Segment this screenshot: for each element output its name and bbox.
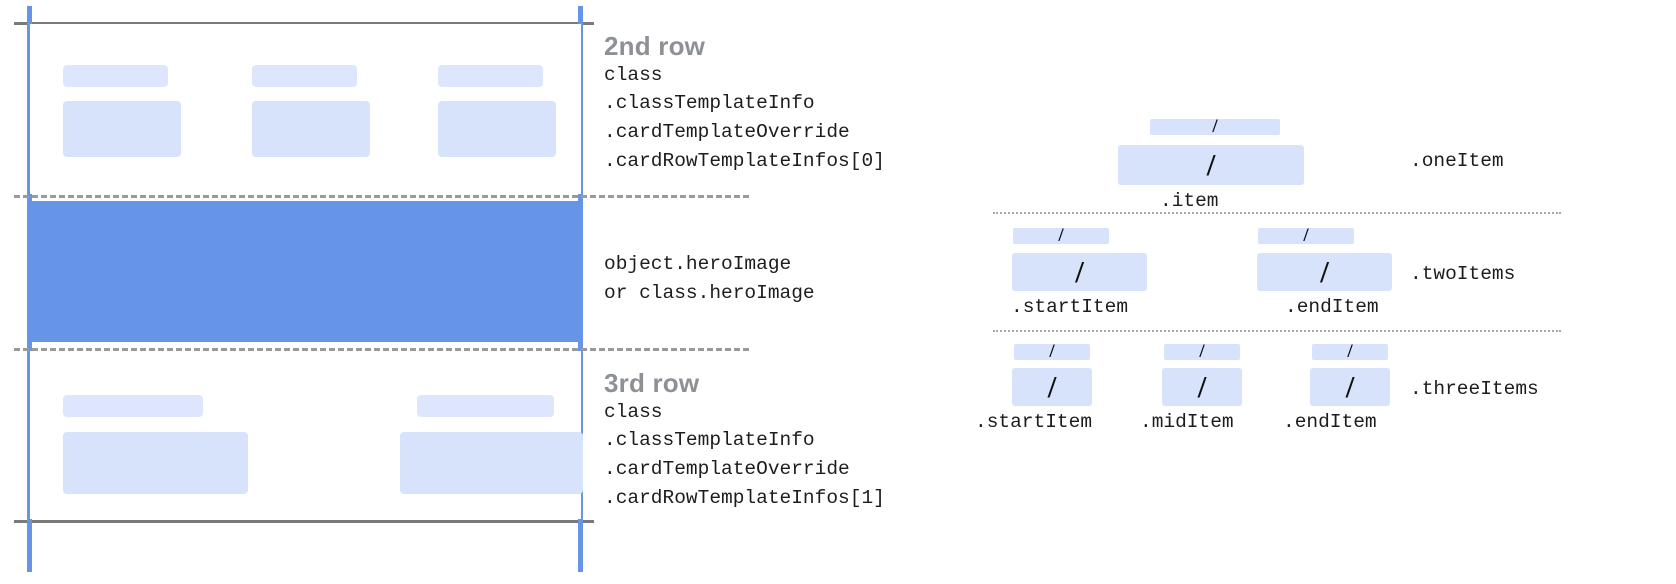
three-items-end-caption: .endItem xyxy=(1283,411,1377,433)
two-items-start-title-bar: / xyxy=(1013,225,1109,246)
row-divider-lower xyxy=(14,348,749,351)
row3-col2-body-placeholder xyxy=(400,432,583,494)
three-items-end-title-bar: / xyxy=(1312,341,1388,362)
two-items-start-slot: / / .startItem xyxy=(1011,223,1147,323)
one-item-slot: / / .item xyxy=(1118,110,1304,212)
row2-col3-body-placeholder xyxy=(438,101,556,157)
slash-glyph-icon: / xyxy=(1206,147,1216,182)
row2-col2-body-placeholder xyxy=(252,101,370,157)
card-bottom-rule xyxy=(14,520,594,523)
legend-divider-1 xyxy=(993,212,1561,214)
card-top-rule xyxy=(14,22,594,25)
row3-col1-title-placeholder xyxy=(63,395,203,417)
annotation-third-row-line-2: .cardTemplateOverride xyxy=(604,457,850,480)
annotation-third-row-line-1: .classTemplateInfo xyxy=(604,429,815,452)
one-item-title-bar: / xyxy=(1150,116,1280,137)
slash-glyph-icon: / xyxy=(1075,254,1084,289)
slash-glyph-icon: / xyxy=(1347,341,1353,362)
three-items-mid-body-bar: / xyxy=(1162,368,1242,406)
row2-col1-title-placeholder xyxy=(63,65,168,87)
slash-glyph-icon: / xyxy=(1058,225,1064,246)
slash-glyph-icon: / xyxy=(1197,369,1207,404)
two-items-start-caption: .startItem xyxy=(1011,296,1129,318)
legend-group-two-items: / / .startItem / / .endItem .twoItems xyxy=(960,223,1580,323)
slash-glyph-icon: / xyxy=(1303,225,1309,246)
legend-group-one-item: / / .item .oneItem xyxy=(960,110,1580,212)
annotation-second-row-line-1: .classTemplateInfo xyxy=(604,92,815,115)
annotation-third-row-title: 3rd row xyxy=(604,368,700,398)
card-row-second xyxy=(30,24,581,194)
one-item-caption: .item xyxy=(1160,190,1219,212)
three-items-start-title-bar: / xyxy=(1014,341,1090,362)
three-items-mid-caption: .midItem xyxy=(1140,411,1234,433)
two-items-end-slot: / / .endItem xyxy=(1257,223,1392,323)
annotation-second-row: 2nd row class .classTemplateInfo .cardTe… xyxy=(604,32,885,175)
two-items-end-caption: .endItem xyxy=(1285,296,1379,318)
card-mockup xyxy=(0,0,749,584)
annotation-third-row-line-0: class xyxy=(604,400,663,423)
row-divider-upper xyxy=(14,195,749,198)
three-items-start-body-bar: / xyxy=(1012,368,1092,406)
legend-divider-2 xyxy=(993,330,1561,332)
row2-col3-title-placeholder xyxy=(438,65,543,87)
item-layout-legend: / / .item .oneItem / / .startItem xyxy=(960,0,1676,584)
slash-glyph-icon: / xyxy=(1049,341,1055,362)
two-items-end-title-bar: / xyxy=(1258,225,1354,246)
legend-group-three-items: / / .startItem / / .midItem / xyxy=(960,340,1580,440)
three-items-mid-slot: / / .midItem xyxy=(1140,340,1242,440)
left-guide-line xyxy=(27,6,32,572)
annotation-hero-image: object.heroImage or class.heroImage xyxy=(604,250,815,307)
slash-glyph-icon: / xyxy=(1212,116,1218,137)
annotation-hero-line-0: object.heroImage xyxy=(604,253,792,275)
annotation-third-row-line-3: .cardRowTemplateInfos[1] xyxy=(604,486,885,509)
slash-glyph-icon: / xyxy=(1345,369,1355,404)
hero-image-band xyxy=(30,201,581,342)
legend-row-label-three-items: .threeItems xyxy=(1410,378,1539,400)
three-items-mid-title-bar: / xyxy=(1164,341,1240,362)
annotation-second-row-line-2: .cardTemplateOverride xyxy=(604,120,850,143)
slash-glyph-icon: / xyxy=(1047,369,1057,404)
legend-row-label-two-items: .twoItems xyxy=(1410,263,1516,285)
slash-glyph-icon: / xyxy=(1320,254,1329,289)
annotation-hero-line-1: or class.heroImage xyxy=(604,281,815,304)
annotation-second-row-line-3: .cardRowTemplateInfos[0] xyxy=(604,149,885,172)
three-items-end-body-bar: / xyxy=(1310,368,1390,406)
three-items-start-caption: .startItem xyxy=(975,411,1093,433)
legend-row-label-one-item: .oneItem xyxy=(1410,150,1504,172)
row2-col2-title-placeholder xyxy=(252,65,357,87)
annotation-second-row-line-0: class xyxy=(604,63,663,86)
slash-glyph-icon: / xyxy=(1199,341,1205,362)
three-items-end-slot: / / .endItem xyxy=(1283,340,1390,440)
row3-col2-title-placeholder xyxy=(417,395,554,417)
row2-col1-body-placeholder xyxy=(63,101,181,157)
two-items-start-body-bar: / xyxy=(1012,253,1147,291)
one-item-body-bar: / xyxy=(1118,145,1304,185)
annotation-second-row-title: 2nd row xyxy=(604,31,706,61)
row3-col1-body-placeholder xyxy=(63,432,248,494)
two-items-end-body-bar: / xyxy=(1257,253,1392,291)
annotation-third-row: 3rd row class .classTemplateInfo .cardTe… xyxy=(604,369,885,512)
three-items-start-slot: / / .startItem xyxy=(975,340,1092,440)
card-row-third xyxy=(30,351,583,519)
